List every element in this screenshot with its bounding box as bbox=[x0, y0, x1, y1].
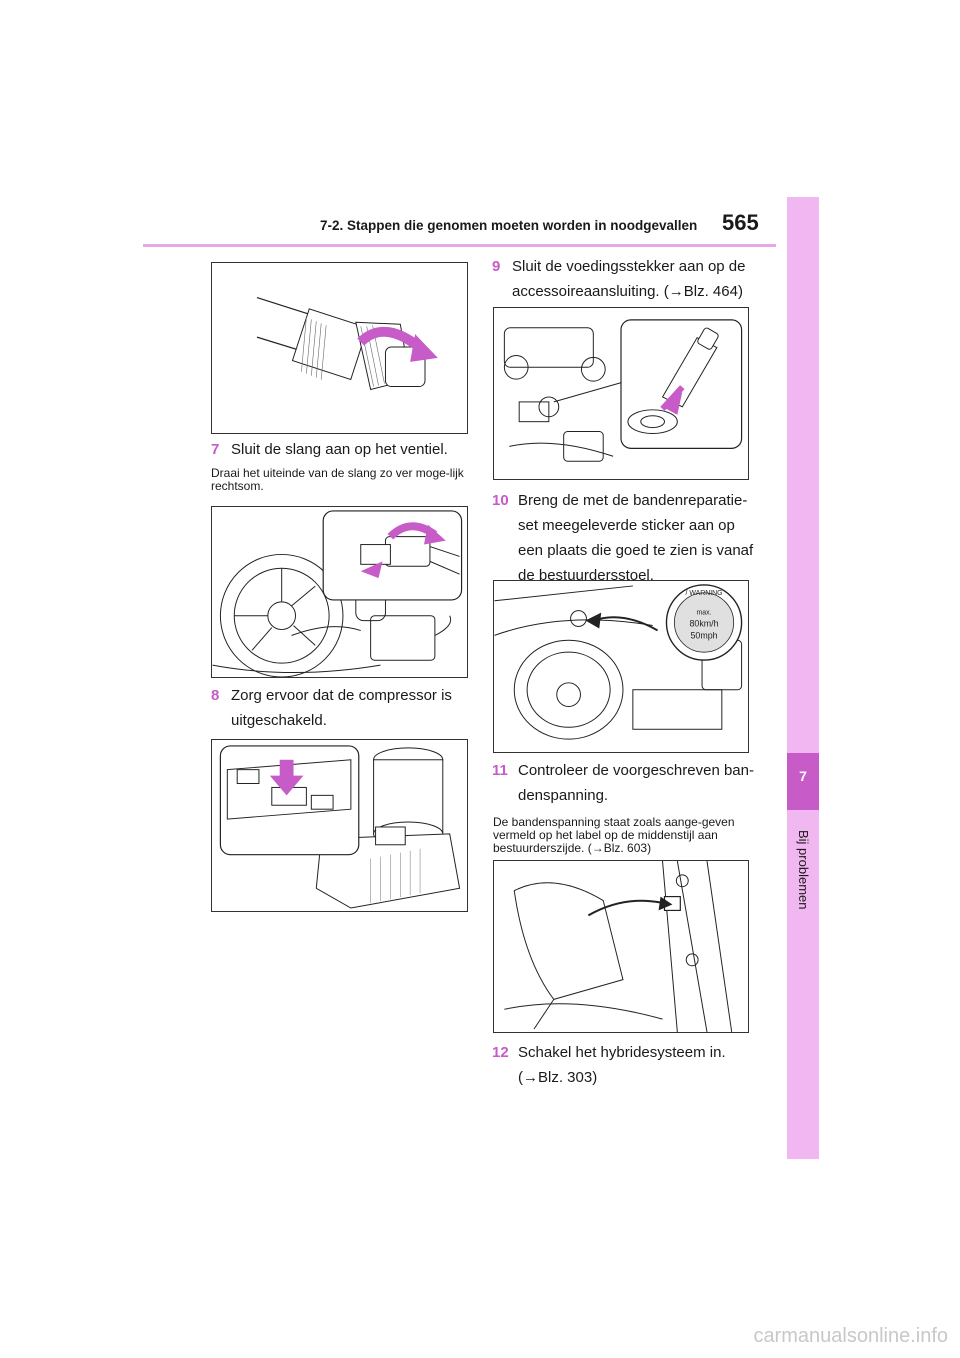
step-8-number: 8 bbox=[211, 687, 220, 704]
step-9-text: Sluit de voedingsstekker aan op de acces… bbox=[512, 258, 746, 300]
compressor-switch-illustration bbox=[211, 739, 468, 912]
step-12: 12 Schakel het hybridesysteem in. (→Blz.… bbox=[492, 1040, 762, 1090]
step-7-text: Sluit de slang aan op het ventiel. bbox=[231, 441, 448, 458]
step-10-text: Breng de met de bandenreparatie-set meeg… bbox=[518, 492, 754, 584]
chapter-tab-marker bbox=[787, 753, 819, 810]
sticker-speed-kmh: 80km/h bbox=[689, 618, 718, 628]
header-rule bbox=[143, 244, 776, 247]
step-12-number: 12 bbox=[492, 1044, 509, 1061]
step-10-number: 10 bbox=[492, 492, 509, 509]
sticker-max-label: max. bbox=[697, 610, 712, 617]
step-11-number: 11 bbox=[492, 762, 508, 779]
step-8: 8 Zorg ervoor dat de compressor is uitge… bbox=[211, 683, 471, 733]
accessory-socket-illustration bbox=[493, 307, 749, 480]
step-11: 11 Controleer de voorgeschreven ban-dens… bbox=[492, 758, 762, 808]
step-7-number: 7 bbox=[211, 441, 220, 458]
dashboard-illustration-drawing: / WARNING max. 80km/h 50mph bbox=[494, 584, 743, 740]
hose-illustration-drawing bbox=[256, 297, 438, 391]
sticker-speed-mph: 50mph bbox=[690, 630, 717, 640]
step-8-text: Zorg ervoor dat de compressor is uitgesc… bbox=[231, 687, 452, 729]
socket-illustration-drawing bbox=[503, 319, 743, 462]
wheel-compressor-illustration bbox=[211, 506, 468, 678]
step-11-note: De bandenspanning staat zoals aange-geve… bbox=[493, 815, 735, 855]
door-pillar-label-illustration bbox=[493, 860, 749, 1033]
step-11-text: Controleer de voorgeschreven ban-denspan… bbox=[518, 762, 754, 804]
wheel-illustration-drawing bbox=[212, 510, 463, 677]
step-7-note: Draai het uiteinde van de slang zo ver m… bbox=[211, 466, 464, 493]
sticker-dashboard-illustration: / WARNING max. 80km/h 50mph bbox=[493, 580, 749, 753]
hose-connection-illustration bbox=[211, 262, 468, 434]
chapter-side-tab bbox=[787, 197, 819, 1159]
pillar-illustration-drawing bbox=[504, 861, 733, 1032]
step-10: 10 Breng de met de bandenreparatie-set m… bbox=[492, 488, 762, 588]
step-7: 7 Sluit de slang aan op het ventiel. bbox=[211, 437, 471, 462]
chapter-label: Bij problemen bbox=[796, 830, 811, 910]
section-title: 7-2. Stappen die genomen moeten worden i… bbox=[320, 218, 698, 233]
step-9-number: 9 bbox=[492, 258, 501, 275]
page-number: 565 bbox=[722, 210, 759, 235]
step-12-text: Schakel het hybridesysteem in. (→Blz. 30… bbox=[518, 1044, 726, 1086]
footer-watermark: carmanualsonline.info bbox=[753, 1325, 948, 1347]
sticker-warning-text: / WARNING bbox=[686, 590, 723, 597]
chapter-number: 7 bbox=[799, 768, 807, 784]
step-9: 9 Sluit de voedingsstekker aan op de acc… bbox=[492, 254, 762, 304]
switch-illustration-drawing bbox=[219, 745, 461, 909]
